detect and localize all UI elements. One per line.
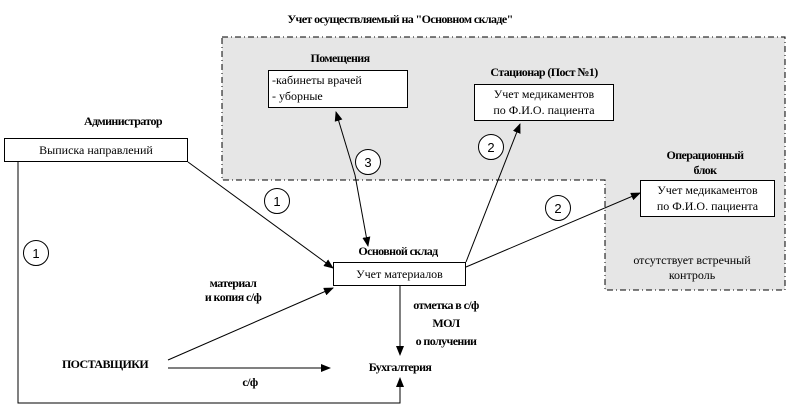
warehouse-to-inpatient-arrow	[465, 123, 521, 263]
marker-circle: 2	[478, 134, 504, 160]
inpatient-line: Учет медикаментов	[493, 87, 595, 101]
premises-line: -кабинеты врачей	[272, 73, 362, 87]
edge-label-line: отметка в с/ф	[413, 298, 479, 312]
operating-label: Операционный блок	[666, 148, 745, 178]
admin-to-warehouse-arrow	[187, 161, 334, 269]
admin-box: Выписка направлений	[4, 138, 188, 162]
suppliers-label: ПОСТАВЩИКИ	[61, 357, 149, 371]
operating-label-line: блок	[693, 163, 718, 177]
edge-label-line: и копия с/ф	[204, 290, 262, 304]
premises-box: -кабинеты врачей - уборные	[268, 70, 408, 108]
edge-label-line: материал	[209, 276, 257, 290]
operating-label-line: Операционный	[666, 148, 745, 162]
admin-label: Администратор	[84, 114, 163, 128]
edge-label-line: МОЛ	[432, 316, 460, 330]
edge-label-line: о получении	[415, 334, 477, 348]
marker-circle: 3	[355, 149, 381, 175]
admin-to-accounting-arrow	[17, 162, 404, 404]
premises-line: - уборные	[272, 89, 323, 103]
suppliers-to-warehouse-arrow	[167, 287, 334, 361]
premises-warehouse-arrow	[334, 111, 356, 176]
warehouse-box: Учет материалов	[333, 262, 466, 286]
marker-circle: 1	[23, 240, 49, 266]
operating-line: по Ф.И.О. пациента	[656, 199, 759, 213]
inpatient-line: по Ф.И.О. пациента	[493, 103, 595, 117]
premises-label: Помещения	[310, 51, 371, 65]
warehouse-to-operating-arrow	[465, 192, 641, 268]
operating-note: отсутствует встречный контроль	[633, 253, 750, 283]
operating-line: Учет медикаментов	[657, 183, 758, 197]
inpatient-label: Стационар (Пост №1)	[490, 65, 598, 79]
material-edge-label: материал и копия с/ф	[204, 276, 262, 304]
accounting-label: Бухгалтерия	[368, 360, 432, 374]
marker-circle: 2	[545, 195, 571, 221]
operating-note-line: контроль	[668, 268, 716, 282]
operating-box: Учет медикаментов по Ф.И.О. пациента	[640, 180, 775, 217]
marker-circle: 1	[264, 188, 290, 214]
mol-edge-label: отметка в с/ф МОЛ о получении	[413, 296, 479, 350]
warehouse-label: Основной склад	[358, 244, 438, 258]
diagram-title: Учет осуществляемый на "Основном складе"	[287, 12, 513, 26]
operating-note-line: отсутствует встречный	[633, 253, 751, 267]
inpatient-box: Учет медикаментов по Ф.И.О. пациента	[474, 84, 614, 121]
invoice-edge-label: с/ф	[242, 375, 258, 389]
